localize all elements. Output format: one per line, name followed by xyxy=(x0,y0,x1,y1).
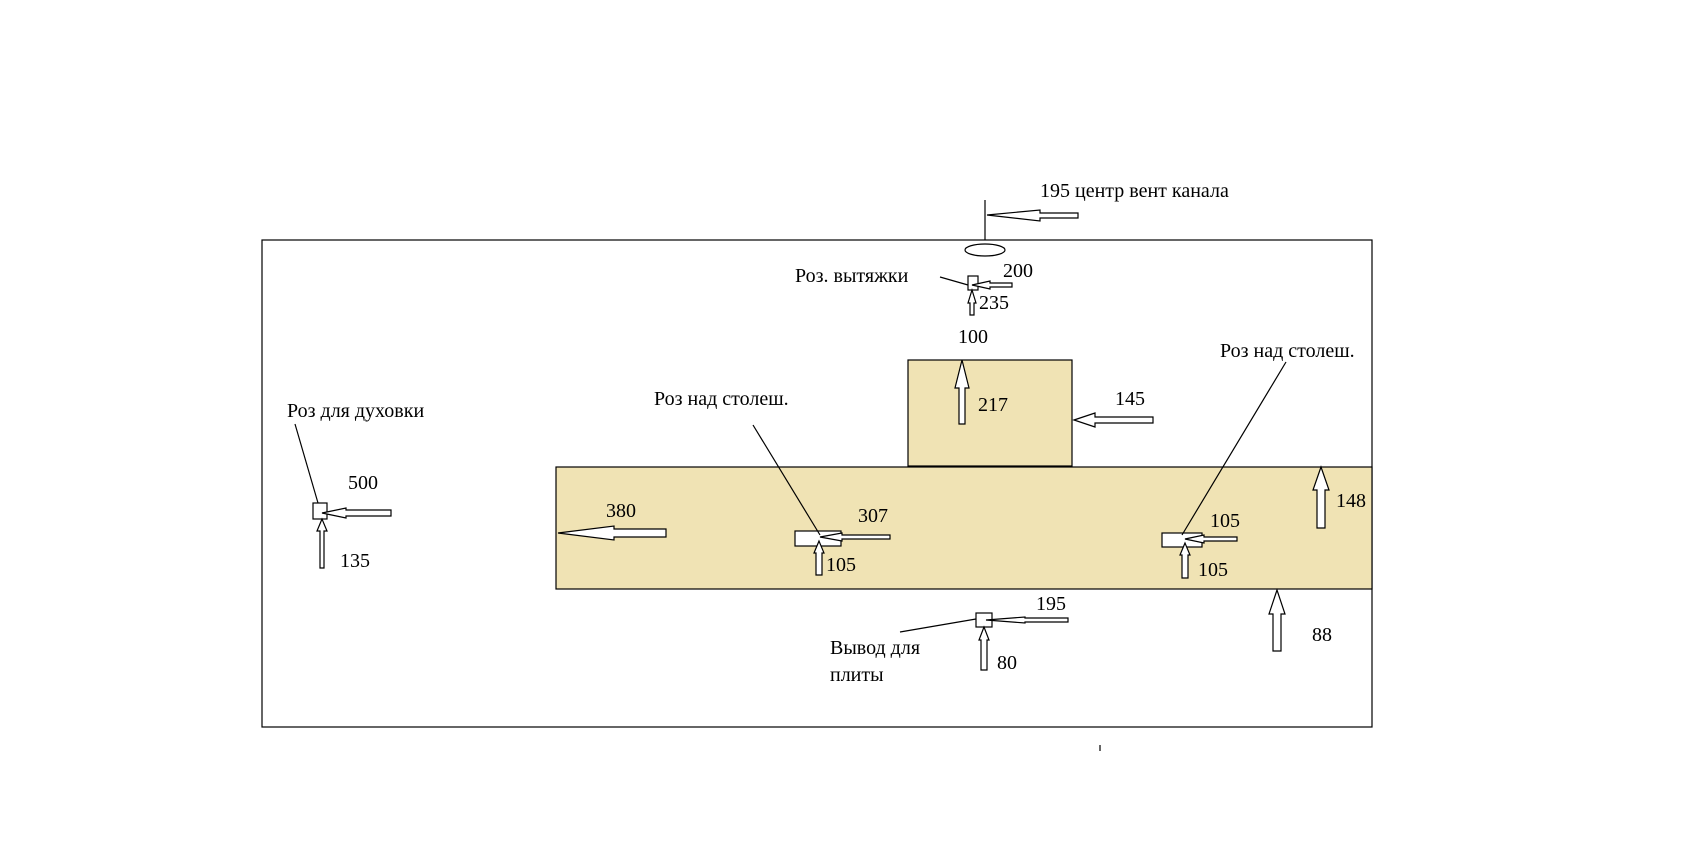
oven-dim-vertical: 135 xyxy=(340,550,370,572)
hood-block-side-arrow xyxy=(1072,412,1154,428)
socket-left-vertical-dim: 105 xyxy=(826,554,856,576)
counter-left-offset-arrow xyxy=(557,525,667,541)
countertop-socket-left-leader xyxy=(752,424,821,536)
hood-block-bottom-dim: 100 xyxy=(958,326,988,348)
vent-dim-arrow xyxy=(986,209,1079,222)
counter-top-edge-arrow xyxy=(1312,465,1330,529)
hood-socket-icon xyxy=(967,275,979,291)
hood-dim-vertical: 235 xyxy=(979,292,1009,314)
socket-right-vertical-dim: 105 xyxy=(1198,559,1228,581)
vent-channel-icon xyxy=(964,243,1006,257)
oven-dim-horizontal: 500 xyxy=(348,472,378,494)
socket-left-horizontal-dim: 307 xyxy=(858,505,888,527)
socket-right-horizontal-dim: 105 xyxy=(1210,510,1240,532)
oven-socket-label: Роз для духовки xyxy=(287,400,424,422)
hood-dim-vertical-arrow xyxy=(967,287,977,316)
socket-left-vertical-arrow xyxy=(813,539,825,576)
stove-output-label-line2: плиты xyxy=(830,664,884,686)
countertop-socket-right-leader xyxy=(1181,361,1287,536)
hood-socket-leader xyxy=(939,276,969,286)
oven-socket-icon xyxy=(312,502,328,520)
counter-top-edge-dim: 148 xyxy=(1336,490,1366,512)
countertop-socket-right-label: Роз над столеш. xyxy=(1220,340,1355,362)
hood-dim-horizontal-arrow xyxy=(971,280,1013,290)
counter-left-offset-dim: 380 xyxy=(606,500,636,522)
hood-dim-horizontal: 200 xyxy=(1003,260,1033,282)
counter-bottom-edge-arrow xyxy=(1268,588,1286,652)
oven-dim-horizontal-arrow xyxy=(321,507,392,519)
hood-block-height-arrow xyxy=(954,359,970,425)
socket-left-horizontal-arrow xyxy=(819,532,891,542)
oven-dim-vertical-arrow xyxy=(316,517,328,569)
stove-dim-vertical: 80 xyxy=(997,652,1017,674)
hood-socket-label: Роз. вытяжки xyxy=(795,265,909,287)
countertop-socket-left-label: Роз над столеш. xyxy=(654,388,789,410)
vent-center-label: 195 центр вент канала xyxy=(1040,180,1229,202)
hood-block-height-dim: 217 xyxy=(978,394,1008,416)
stove-output-label-line1: Вывод для xyxy=(830,637,920,659)
stove-dim-horizontal-arrow xyxy=(985,616,1069,624)
stove-dim-vertical-arrow xyxy=(978,625,990,671)
counter-bottom-edge-dim: 88 xyxy=(1312,624,1332,646)
stove-dim-horizontal: 195 xyxy=(1036,593,1066,615)
countertop xyxy=(555,466,1373,590)
hood-block xyxy=(907,359,1073,467)
stove-output-leader xyxy=(899,618,977,633)
hood-block-side-dim: 145 xyxy=(1115,388,1145,410)
oven-socket-leader xyxy=(294,423,319,504)
socket-right-horizontal-arrow xyxy=(1184,534,1238,544)
socket-right-vertical-arrow xyxy=(1179,541,1191,579)
